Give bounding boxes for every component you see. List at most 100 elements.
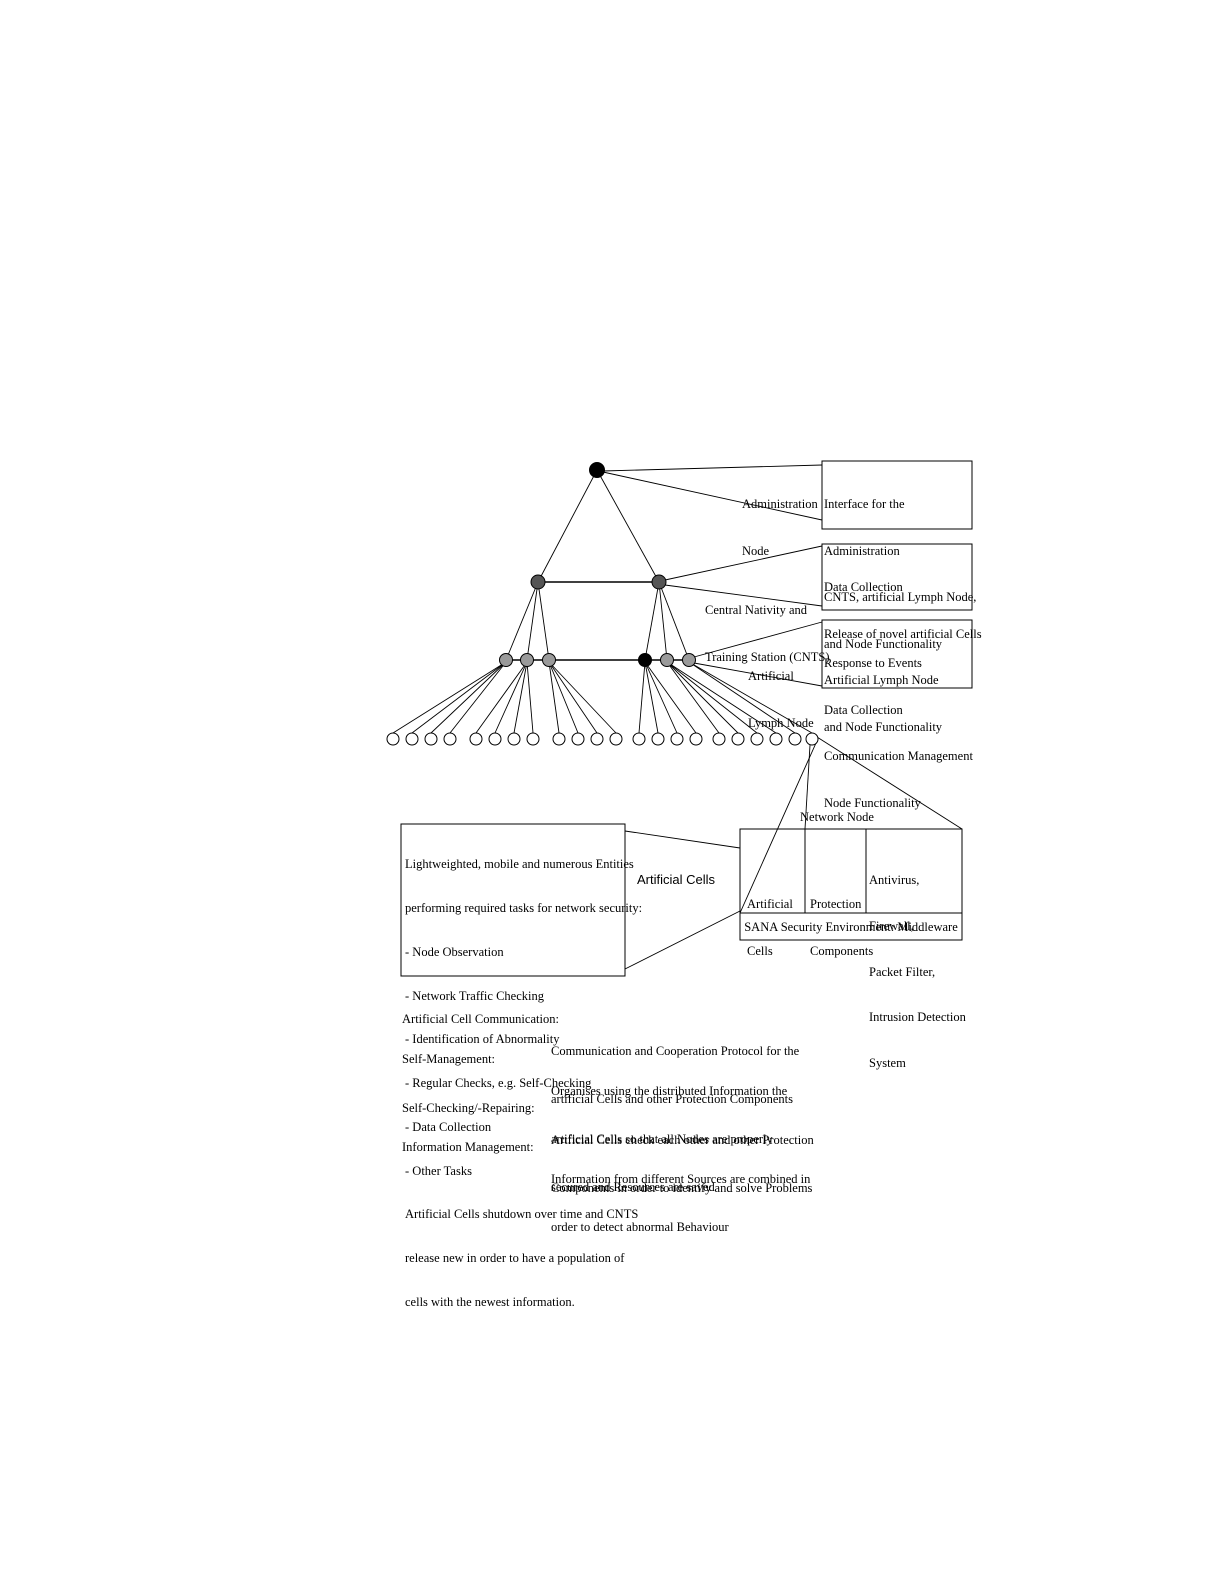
connector-line (666, 661, 720, 734)
feature-label: Information Management: (402, 1140, 534, 1154)
callout-label-line: Central Nativity and (705, 603, 808, 617)
description-line: Lightweighted, mobile and numerous Entit… (405, 857, 634, 872)
tree-node (571, 732, 585, 746)
tree-node (750, 732, 764, 746)
callout-box-line: CNTS, artificial Lymph Node, (824, 590, 977, 604)
connector-line (666, 661, 739, 734)
column-line: Components (810, 943, 874, 958)
callout-box-line: Data Collection (824, 580, 903, 594)
description-line: - Other Tasks (405, 1163, 472, 1178)
tree-node (712, 732, 726, 746)
tree-node (731, 732, 745, 746)
tree-edges (392, 469, 813, 734)
tree-node (609, 732, 623, 746)
network-node-column-protection-components: Protection Components (810, 866, 874, 990)
tree-node (469, 732, 483, 746)
connector-line (548, 661, 579, 734)
column-line: Intrusion Detection (869, 1010, 966, 1025)
connector-line (548, 661, 598, 734)
tree-node (805, 732, 819, 746)
connector-line (666, 661, 758, 734)
connector-line (602, 464, 823, 472)
callout-box (821, 460, 973, 530)
feature-body-line: artificial Cells and other Protection Co… (551, 1092, 793, 1106)
tree-node (488, 732, 502, 746)
connector-line (624, 830, 741, 849)
feature-body-line: Information from different Sources are c… (551, 1172, 811, 1186)
connector-line (494, 661, 528, 734)
network-node-column-artificial-cells: Artificial Cells (747, 866, 802, 990)
description-line: cells with the newest information. (405, 1295, 575, 1309)
tree-node (499, 653, 513, 667)
connector-line (804, 744, 811, 830)
tree-node (405, 732, 419, 746)
callout-box-line: Communication Management (824, 749, 973, 763)
callout-box-text-artificial-lymph-node: Response to Events Data Collection Commu… (824, 625, 973, 842)
tree-node (632, 732, 646, 746)
tree-node (443, 732, 457, 746)
callout-box-line: Artificial Lymph Node (824, 673, 939, 687)
connector-line (664, 545, 823, 581)
connector-line (548, 661, 560, 734)
column-line: Cells (747, 943, 773, 958)
connector-line (548, 661, 617, 734)
callout-box-line: and Node Functionality (824, 636, 943, 651)
feature-body-line: Organises using the distributed Informat… (551, 1084, 788, 1098)
connector-line (658, 581, 690, 661)
callout-label-administration-node: Administration Node (742, 466, 820, 590)
connector-line (658, 581, 668, 661)
callout-label-line: Artificial (748, 669, 794, 683)
column-line: Antivirus, (869, 873, 920, 888)
connector-line (505, 581, 539, 661)
connector-line (475, 661, 528, 734)
connector-line (526, 661, 534, 734)
connector-line (664, 584, 823, 607)
feature-body-line: secured and Resources are saved (551, 1180, 715, 1194)
column-line: Artificial (747, 897, 793, 911)
tree-node (589, 462, 605, 478)
tree-node (552, 732, 566, 746)
tree-node (651, 574, 667, 590)
connector-line (644, 661, 697, 734)
callout-box (739, 912, 963, 941)
connector-line (526, 581, 539, 661)
callout-box-text-cnts: Data Collection Release of novel artific… (824, 549, 982, 766)
callout-boxes (400, 460, 973, 977)
feature-body: Artficial Cells check each other and oth… (551, 1100, 814, 1228)
description-line: - Data Collection (405, 1119, 492, 1134)
connector-line (638, 661, 646, 734)
connector-line (688, 661, 813, 734)
connector-line (596, 469, 660, 583)
column-line: System (869, 1055, 906, 1070)
callout-leader-lines (602, 464, 963, 970)
callout-box-line: Release of novel artificial Cells (824, 626, 982, 641)
connector-line (513, 661, 528, 734)
description-line: - Regular Checks, e.g. Self-Checking (405, 1076, 592, 1091)
column-line: Packet Filter, (869, 964, 936, 979)
tree-node (788, 732, 802, 746)
tree-node (526, 732, 540, 746)
description-line: release new in order to have a populatio… (405, 1251, 625, 1266)
tree-node (638, 653, 652, 667)
callout-box-line: Administration (824, 543, 900, 558)
connector-line (739, 742, 817, 914)
network-node-column-protection-list: Antivirus, Firewall, Packet Filter, Intr… (869, 843, 966, 1101)
feature-body-line: artificial Cells so that all Nodes are p… (551, 1132, 773, 1146)
connector-line (644, 581, 660, 661)
feature-body: Communication and Cooperation Protocol f… (551, 1011, 799, 1139)
tree-node (769, 732, 783, 746)
feature-body-line: Components in order to identify and solv… (551, 1181, 813, 1195)
connector-line (693, 662, 823, 687)
tree-node (542, 653, 556, 667)
tree-node (651, 732, 665, 746)
callout-box-line: Node Functionality (824, 795, 921, 810)
feature-label: Self-Checking/-Repairing: (402, 1101, 535, 1115)
callout-label-line: Node (742, 543, 770, 558)
description-line: Artificial Cells shutdown over time and … (405, 1207, 639, 1222)
callout-box (821, 543, 973, 611)
connector-line (666, 661, 777, 734)
tree-node (590, 732, 604, 746)
artificial-cells-label: Artificial Cells (637, 872, 716, 887)
feature-body-line: Communication and Cooperation Protocol f… (551, 1044, 800, 1058)
